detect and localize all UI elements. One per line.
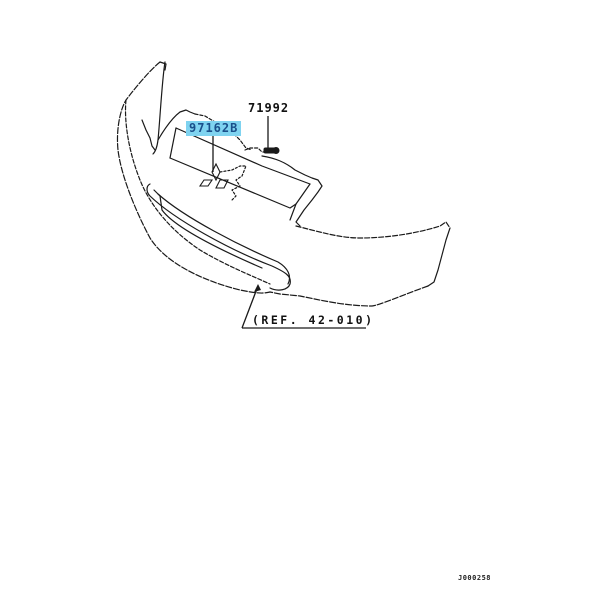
leader-line-ref xyxy=(241,285,259,329)
bumper-left-inner-jag xyxy=(141,119,156,151)
grille-lower-edge xyxy=(169,157,297,209)
bumper-left-fender-edge xyxy=(159,61,167,71)
grille-upper-edge xyxy=(175,127,311,185)
bumper-outer-outline xyxy=(116,61,271,294)
grille-right-edge xyxy=(289,183,311,221)
reference-label[interactable]: (REF. 42-010) xyxy=(252,313,375,327)
bumper-lower-right-edge xyxy=(269,285,429,307)
ref-arrowhead-icon xyxy=(254,284,261,292)
lower-intake-left-inner xyxy=(153,189,263,269)
bumper-top-right-edge xyxy=(295,221,451,239)
bumper-left-lower-curve xyxy=(124,99,271,285)
callout-97162B[interactable]: 97162B xyxy=(186,121,242,136)
upper-right-contour xyxy=(261,155,323,227)
emblem-bracket xyxy=(219,165,247,201)
bumper-inner-left-edge xyxy=(152,61,166,155)
diagram-code: J000258 xyxy=(458,574,492,582)
bumper-right-end xyxy=(427,227,451,287)
grille-top-left-edge xyxy=(157,109,196,141)
lower-intake-outer xyxy=(146,183,291,291)
clip-fastener-icon[interactable] xyxy=(263,147,280,154)
lower-intake-inner xyxy=(157,193,291,285)
callout-71992[interactable]: 71992 xyxy=(248,101,290,115)
emblem-icon[interactable] xyxy=(198,162,229,189)
grille-left-edge xyxy=(169,127,177,159)
